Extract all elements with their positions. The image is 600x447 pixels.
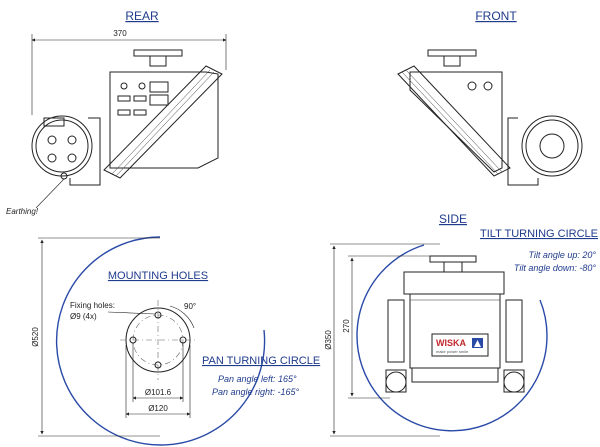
port-icon xyxy=(133,109,147,116)
tilt-turning-circle xyxy=(356,244,548,432)
side-view-title: SIDE xyxy=(439,212,467,226)
connector-icon xyxy=(138,82,146,90)
mounting-holes-title: MOUNTING HOLES xyxy=(108,270,208,282)
connector-icon xyxy=(120,82,128,90)
gland-icon xyxy=(47,135,57,145)
gland-icon xyxy=(47,153,57,163)
motor-housing xyxy=(521,115,583,177)
earthing-leader xyxy=(35,178,65,209)
fixing-holes-label: Fixing holes: xyxy=(70,301,115,310)
port-icon xyxy=(117,95,131,102)
label-plate-icon xyxy=(43,117,65,127)
front-window-hatch xyxy=(401,71,499,175)
side-bracket-right xyxy=(505,299,523,363)
angle-label: 90° xyxy=(184,302,196,311)
label-plate-icon xyxy=(149,94,169,106)
front-window-frame xyxy=(397,65,511,177)
fixing-holes-leader xyxy=(107,311,156,315)
front-view xyxy=(397,49,583,186)
height-dimension-label: Ø520 xyxy=(31,327,40,347)
base-dimension-label: Ø120 xyxy=(148,404,168,413)
mount-plate xyxy=(427,49,477,57)
brand-logo-icon xyxy=(474,340,481,347)
port-icon xyxy=(133,95,147,102)
port-icon xyxy=(117,109,131,116)
front-view-title: FRONT xyxy=(475,9,517,23)
front-window-hatch xyxy=(405,69,503,173)
pan-angle-right: Pan angle right: -165° xyxy=(212,387,300,397)
pan-turning-circle-title: PAN TURNING CIRCLE xyxy=(202,355,320,367)
left-motor xyxy=(385,371,407,393)
gland-icon xyxy=(483,81,493,91)
fixing-hole-icon xyxy=(154,311,162,319)
tilt-turning-circle-title: TILT TURNING CIRCLE xyxy=(480,228,598,240)
left-motor-housing xyxy=(385,369,407,393)
mount-stem xyxy=(443,55,461,67)
motor-housing-inner xyxy=(525,119,579,173)
rear-view: 370 Earthing! xyxy=(6,29,227,216)
side-housing xyxy=(409,293,501,369)
side-housing-top xyxy=(403,271,505,295)
earthing-label: Earthing! xyxy=(6,207,39,216)
rear-window-hatch xyxy=(115,71,215,177)
mount-stem xyxy=(443,261,463,273)
tilt-angle-down: Tilt angle down: -80° xyxy=(514,263,596,273)
brand-plate xyxy=(431,333,489,357)
motor-housing xyxy=(31,115,93,177)
fixing-hole-icon xyxy=(154,361,162,369)
motor-cap xyxy=(539,133,565,159)
side-view: TILT TURNING CIRCLE Tilt angle up: 20° T… xyxy=(324,228,598,437)
side-housing-bottom xyxy=(411,367,499,383)
brand-name: WISKA xyxy=(436,338,466,348)
right-motor-housing xyxy=(503,369,525,393)
gland-icon xyxy=(467,81,477,91)
side-bracket-left xyxy=(387,299,405,363)
rear-window-hatch xyxy=(111,69,211,175)
gland-icon xyxy=(67,135,77,145)
rear-housing xyxy=(109,71,219,169)
rear-view-title: REAR xyxy=(125,9,159,23)
pan-turning-circle xyxy=(55,236,266,446)
motor-housing-inner xyxy=(35,119,89,173)
mounting-view: Ø520 MOUNTING HOLES 90° Fixing holes: Ø9… xyxy=(31,236,320,446)
pan-angle-left: Pan angle left: 165° xyxy=(218,374,297,384)
right-motor xyxy=(503,371,525,393)
fixing-holes-size: Ø9 (4x) xyxy=(70,312,97,321)
gland-icon xyxy=(67,153,77,163)
side-inner-dimension-label: 270 xyxy=(342,319,351,333)
mount-stem xyxy=(149,55,167,67)
label-plate-icon xyxy=(149,81,169,93)
width-dimension-label: 370 xyxy=(113,29,127,38)
rear-window-frame xyxy=(103,65,223,179)
bolt-circle-dimension-label: Ø101.6 xyxy=(145,388,172,397)
side-outer-dimension-label: Ø350 xyxy=(324,330,333,350)
mount-plate xyxy=(133,49,183,57)
rear-bracket xyxy=(69,117,101,186)
tilt-angle-up: Tilt angle up: 20° xyxy=(528,250,596,260)
front-bracket xyxy=(507,117,539,186)
brand-tagline: make power smile xyxy=(436,349,469,354)
mount-plate xyxy=(429,255,477,263)
